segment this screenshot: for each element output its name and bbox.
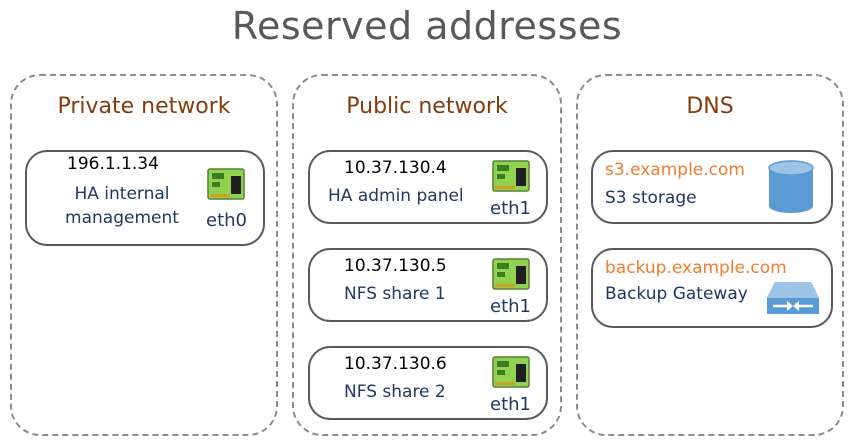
network-card-icon (492, 160, 530, 192)
dns-title: DNS (686, 94, 734, 119)
public-network-title: Public network (346, 94, 508, 119)
interface-label: eth1 (490, 394, 531, 415)
dns-card: s3.example.com S3 storage (591, 150, 833, 224)
public-card: 10.37.130.6 NFS share 2 eth1 (308, 346, 548, 420)
private-card: 196.1.1.34 HA internal management eth0 (25, 150, 265, 246)
private-network-title: Private network (57, 94, 231, 119)
card-label-line2: management (65, 208, 179, 228)
ip-address: 10.37.130.5 (344, 256, 447, 276)
card-label: S3 storage (605, 188, 697, 208)
ip-address: 10.37.130.6 (344, 354, 447, 374)
page-title: Reserved addresses (231, 4, 623, 48)
card-label: Backup Gateway (605, 284, 748, 304)
network-card-icon (207, 168, 245, 200)
card-label: HA admin panel (328, 186, 464, 206)
ip-address: 10.37.130.4 (344, 158, 447, 178)
private-network-section: Private network 196.1.1.34 HA internal m… (10, 74, 278, 436)
card-label: HA internal management (57, 182, 187, 230)
network-card-icon (492, 258, 530, 290)
public-card: 10.37.130.5 NFS share 1 eth1 (308, 248, 548, 322)
ip-address: 196.1.1.34 (67, 154, 159, 174)
interface-label: eth0 (206, 210, 247, 231)
public-network-section: Public network 10.37.130.4 HA admin pane… (292, 74, 562, 436)
card-label-line1: HA internal (74, 184, 170, 204)
interface-label: eth1 (490, 198, 531, 219)
card-label: NFS share 1 (344, 284, 446, 304)
interface-label: eth1 (490, 296, 531, 317)
public-card: 10.37.130.4 HA admin panel eth1 (308, 150, 548, 224)
database-cylinder-icon (768, 160, 814, 213)
gateway-switch-icon (767, 282, 819, 314)
dns-card: backup.example.com Backup Gateway (591, 248, 833, 328)
card-label: NFS share 2 (344, 382, 446, 402)
dns-section: DNS s3.example.com S3 storage backup.exa… (576, 74, 844, 436)
hostname: s3.example.com (605, 160, 745, 180)
network-card-icon (492, 356, 530, 388)
hostname: backup.example.com (605, 258, 787, 278)
